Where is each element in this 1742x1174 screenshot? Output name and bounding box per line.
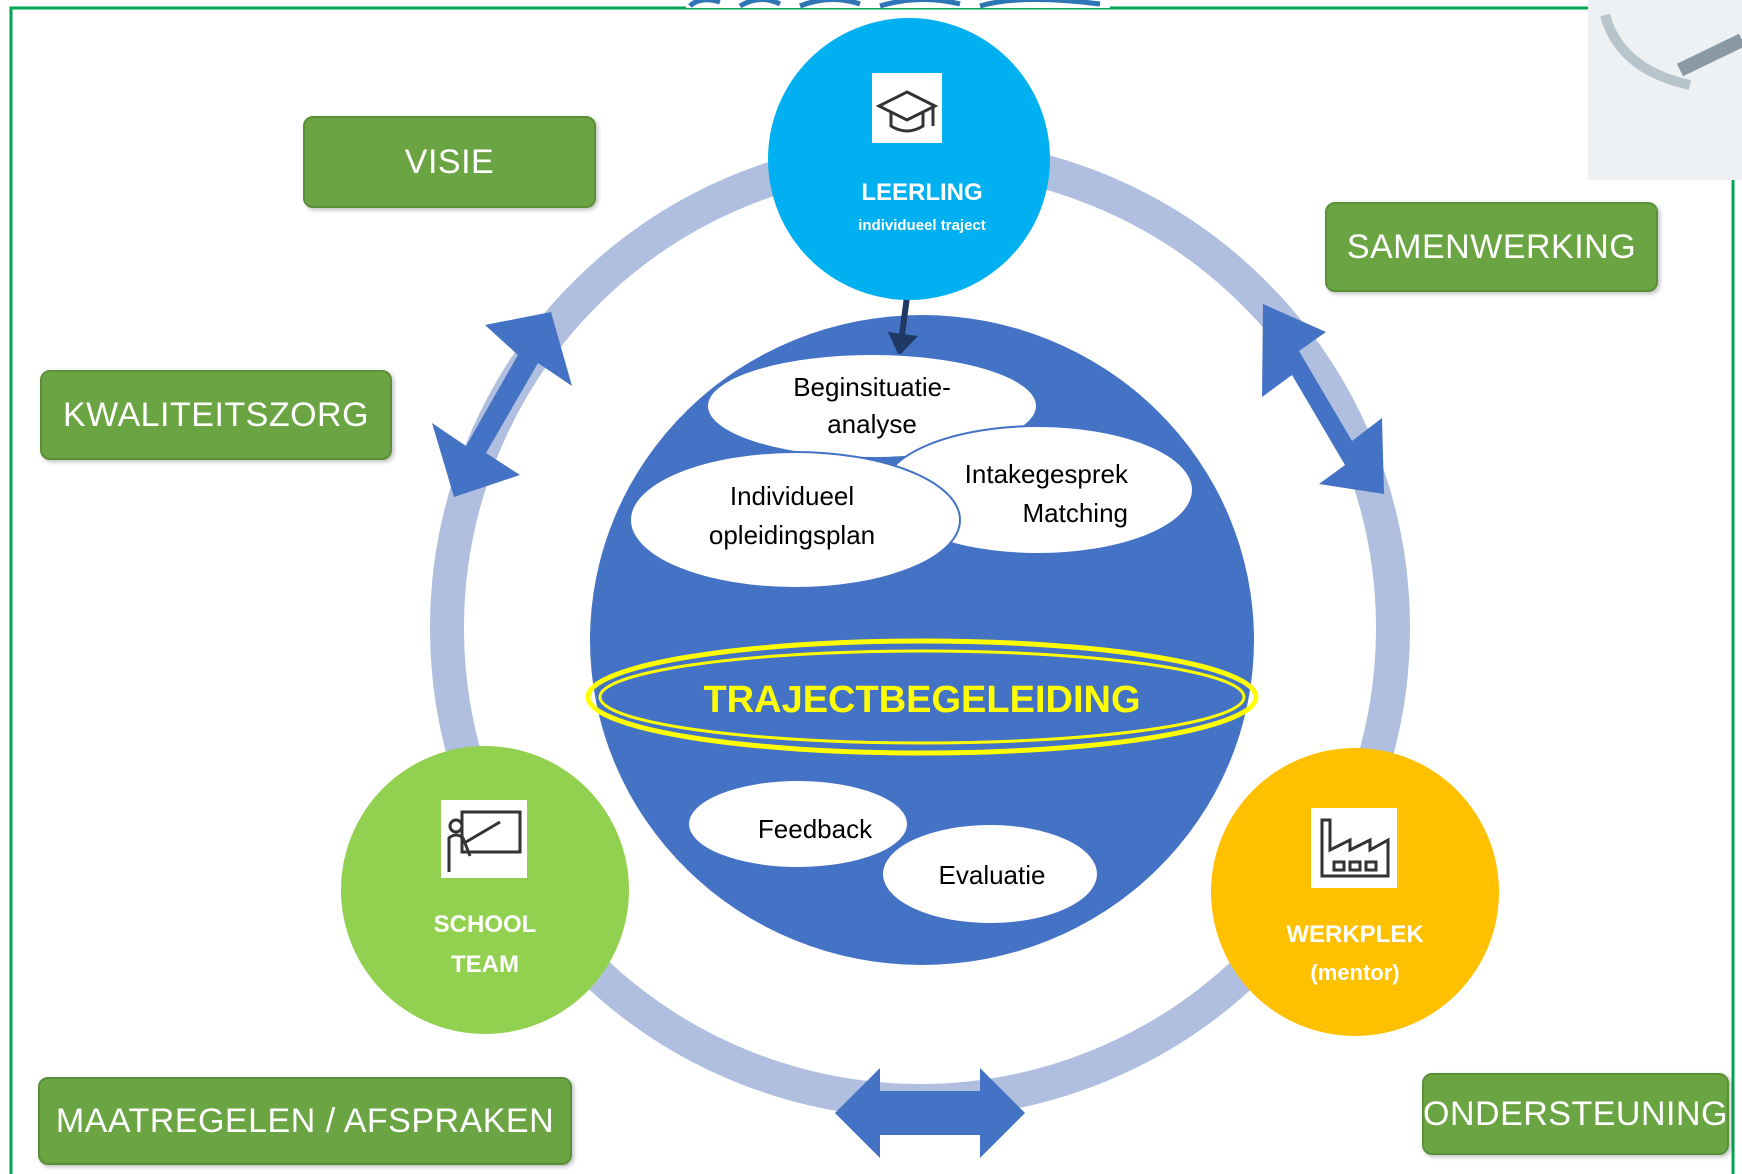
leerling-title: LEERLING [861,179,982,206]
oval-beginsituatie [706,353,1038,459]
double-arrow-right [1262,304,1384,494]
factory-icon [1320,818,1390,878]
double-arrow-left [432,312,572,497]
school-line1: SCHOOL [434,911,537,938]
oval-evaluatie [881,823,1099,925]
label-maatregelen: MAATREGELEN / AFSPRAKEN [38,1077,572,1165]
magnifier-lens-icon [1600,13,1692,90]
school-team-circle [341,746,629,1034]
teacher-board-icon [447,810,522,872]
graduation-cap-icon [875,90,939,133]
oval-evaluatie-text: Evaluatie [939,860,1046,890]
magnifier-handle-icon [1676,33,1742,77]
oval-beginsituatie-line1: Beginsituatie- [793,372,951,402]
oval-iop-line2: opleidingsplan [709,520,875,550]
label-ondersteuning: ONDERSTEUNING [1422,1073,1729,1155]
label-visie-text: VISIE [404,142,495,181]
werkplek-subtitle: (mentor) [1310,960,1399,985]
oval-beginsituatie-line2: analyse [827,409,917,439]
center-title: TRAJECTBEGELEIDING [703,679,1140,721]
leerling-subtitle: individueel traject [858,217,986,234]
oval-feedback [687,779,909,869]
oval-intake-line1: Intakegesprek [965,459,1129,489]
label-samenwerking: SAMENWERKING [1325,202,1658,292]
label-kwaliteitszorg-text: KWALITEITSZORG [62,395,370,434]
title-ring-inner [598,649,1246,745]
label-visie: VISIE [303,116,596,208]
label-maatregelen-text: MAATREGELEN / AFSPRAKEN [55,1101,555,1140]
double-arrow-bottom [835,1068,1025,1158]
oval-feedback-text: Feedback [758,814,873,844]
oval-intake-line2: Matching [1023,498,1129,528]
header-logo-icon [688,0,1101,9]
leerling-circle [768,18,1050,300]
werkplek-title: WERKPLEK [1286,921,1424,948]
label-samenwerking-text: SAMENWERKING [1346,227,1637,266]
oval-iop-line1: Individueel [730,481,854,511]
title-ring-outer [585,638,1259,756]
label-kwaliteitszorg: KWALITEITSZORG [40,370,392,460]
label-ondersteuning-text: ONDERSTEUNING [1423,1094,1728,1133]
werkplek-circle [1211,748,1499,1036]
arrow-head-leerling [888,332,918,356]
school-line2: TEAM [451,951,519,978]
oval-iop [629,451,961,589]
